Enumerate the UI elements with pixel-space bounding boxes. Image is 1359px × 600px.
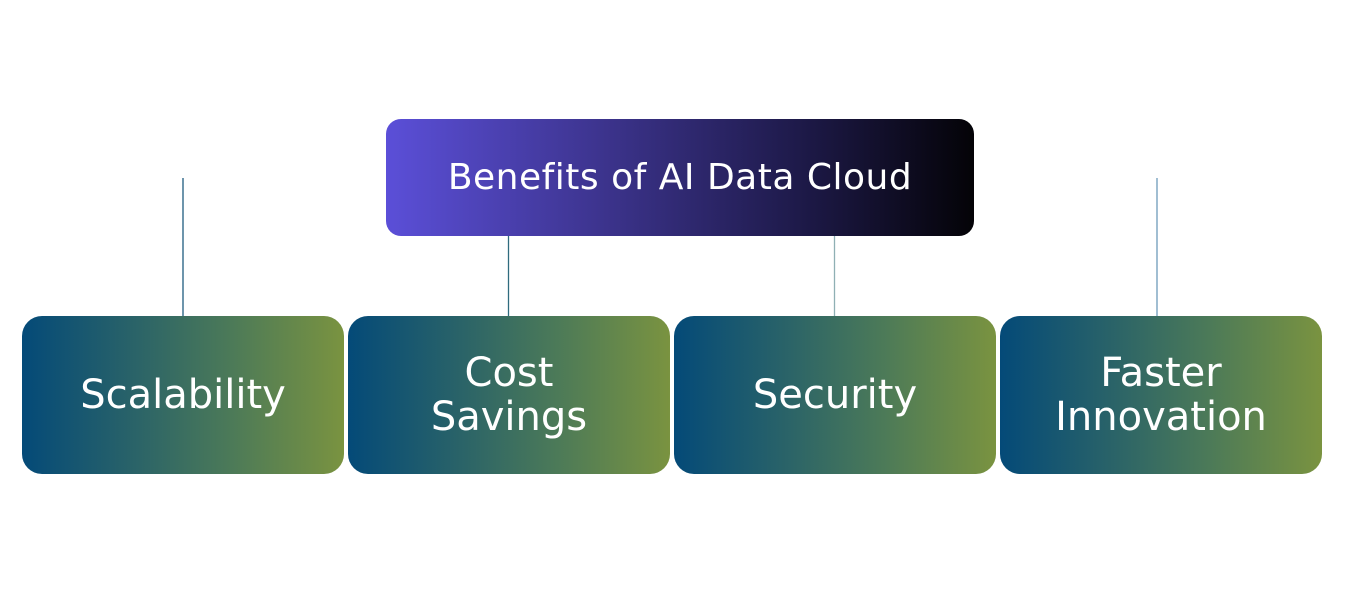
node-label-line-2: Innovation (1055, 394, 1267, 440)
root-node-title: Benefits of AI Data Cloud (447, 157, 913, 198)
child-node-scalability: Scalability (22, 316, 344, 474)
node-label: Security (752, 372, 918, 418)
node-label-line-2: Savings (430, 394, 588, 440)
child-node-cost-savings: Cost Savings (348, 316, 670, 474)
root-node-benefits: Benefits of AI Data Cloud (386, 119, 974, 236)
child-node-security: Security (674, 316, 996, 474)
child-node-faster-innovation: Faster Innovation (1000, 316, 1322, 474)
node-label: Scalability (80, 372, 286, 418)
node-label-line-1: Cost (464, 350, 554, 396)
node-label-line-1: Faster (1100, 350, 1222, 396)
